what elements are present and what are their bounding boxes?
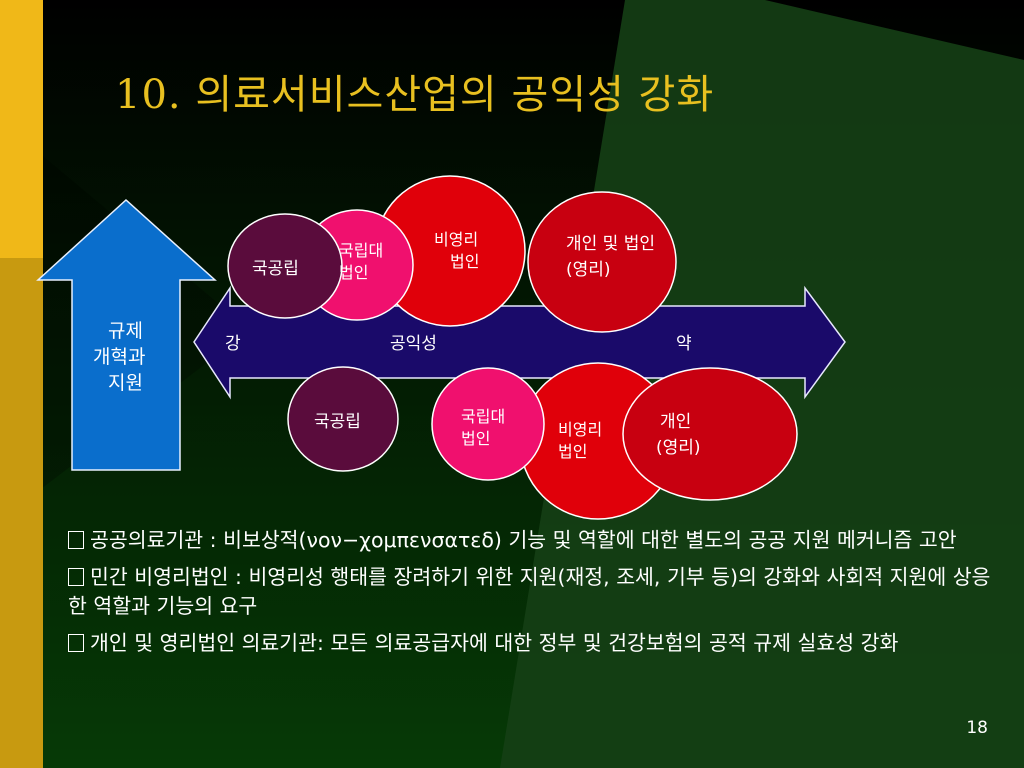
- top-national-public-circle: [227, 213, 343, 319]
- top-national-univ-label-1: 국립대: [339, 241, 384, 260]
- page-number: 18: [966, 718, 988, 738]
- bottom-national-public-label: 국공립: [314, 412, 361, 432]
- top-private-label-1: 개인 및 법인: [566, 234, 656, 254]
- top-private-circle: [527, 191, 677, 333]
- top-nonprofit-label-2: 법인: [450, 252, 480, 271]
- axis-label-public-interest: 공익성: [390, 334, 437, 354]
- bullet-text: 공공의료기관 : 비보상적(νον−χομπενσατεδ) 기능 및 역할에 …: [90, 528, 957, 552]
- top-national-public-label: 국공립: [252, 259, 299, 279]
- bullet-text: 개인 및 영리법인 의료기관: 모든 의료공급자에 대한 정부 및 건강보험의 …: [90, 631, 899, 655]
- bullet-text: 민간 비영리법인 : 비영리성 행태를 장려하기 위한 지원(재정, 조세, 기…: [68, 565, 991, 618]
- top-national-univ-label-2: 법인: [339, 263, 369, 282]
- bottom-national-univ-label-1: 국립대: [461, 407, 506, 426]
- axis-label-strong: 강: [225, 334, 241, 354]
- bullet-square-icon: [68, 531, 84, 549]
- bottom-private-label-2: (영리): [656, 438, 701, 458]
- arrow-label-1: 규제: [108, 320, 143, 342]
- bottom-private-label-1: 개인: [660, 412, 692, 432]
- bottom-national-univ-circle: [431, 367, 545, 481]
- bullet-item: 공공의료기관 : 비보상적(νον−χομπενσατεδ) 기능 및 역할에 …: [68, 526, 998, 555]
- top-private-label-2: (영리): [566, 260, 611, 280]
- bottom-nonprofit-label-1: 비영리: [558, 420, 603, 439]
- bullet-item: 민간 비영리법인 : 비영리성 행태를 장려하기 위한 지원(재정, 조세, 기…: [68, 563, 998, 621]
- bottom-national-univ-label-2: 법인: [461, 429, 491, 448]
- left-bar-bottom: [0, 258, 43, 768]
- regulation-up-arrow: [36, 198, 217, 471]
- axis-label-weak: 약: [676, 334, 692, 354]
- top-nonprofit-label-1: 비영리: [434, 230, 479, 249]
- bullet-item: 개인 및 영리법인 의료기관: 모든 의료공급자에 대한 정부 및 건강보험의 …: [68, 629, 998, 658]
- bottom-national-public-circle: [287, 366, 399, 472]
- arrow-label-2: 개혁과: [93, 346, 146, 368]
- bottom-private-circle: [622, 367, 798, 501]
- arrow-label-3: 지원: [108, 372, 143, 394]
- bullet-list: 공공의료기관 : 비보상적(νον−χομπενσατεδ) 기능 및 역할에 …: [68, 526, 998, 666]
- bottom-nonprofit-label-2: 법인: [558, 442, 588, 461]
- bullet-square-icon: [68, 568, 84, 586]
- slide-title: 10. 의료서비스산업의 공익성 강화: [115, 72, 715, 118]
- left-bar-top: [0, 0, 43, 258]
- bullet-square-icon: [68, 634, 84, 652]
